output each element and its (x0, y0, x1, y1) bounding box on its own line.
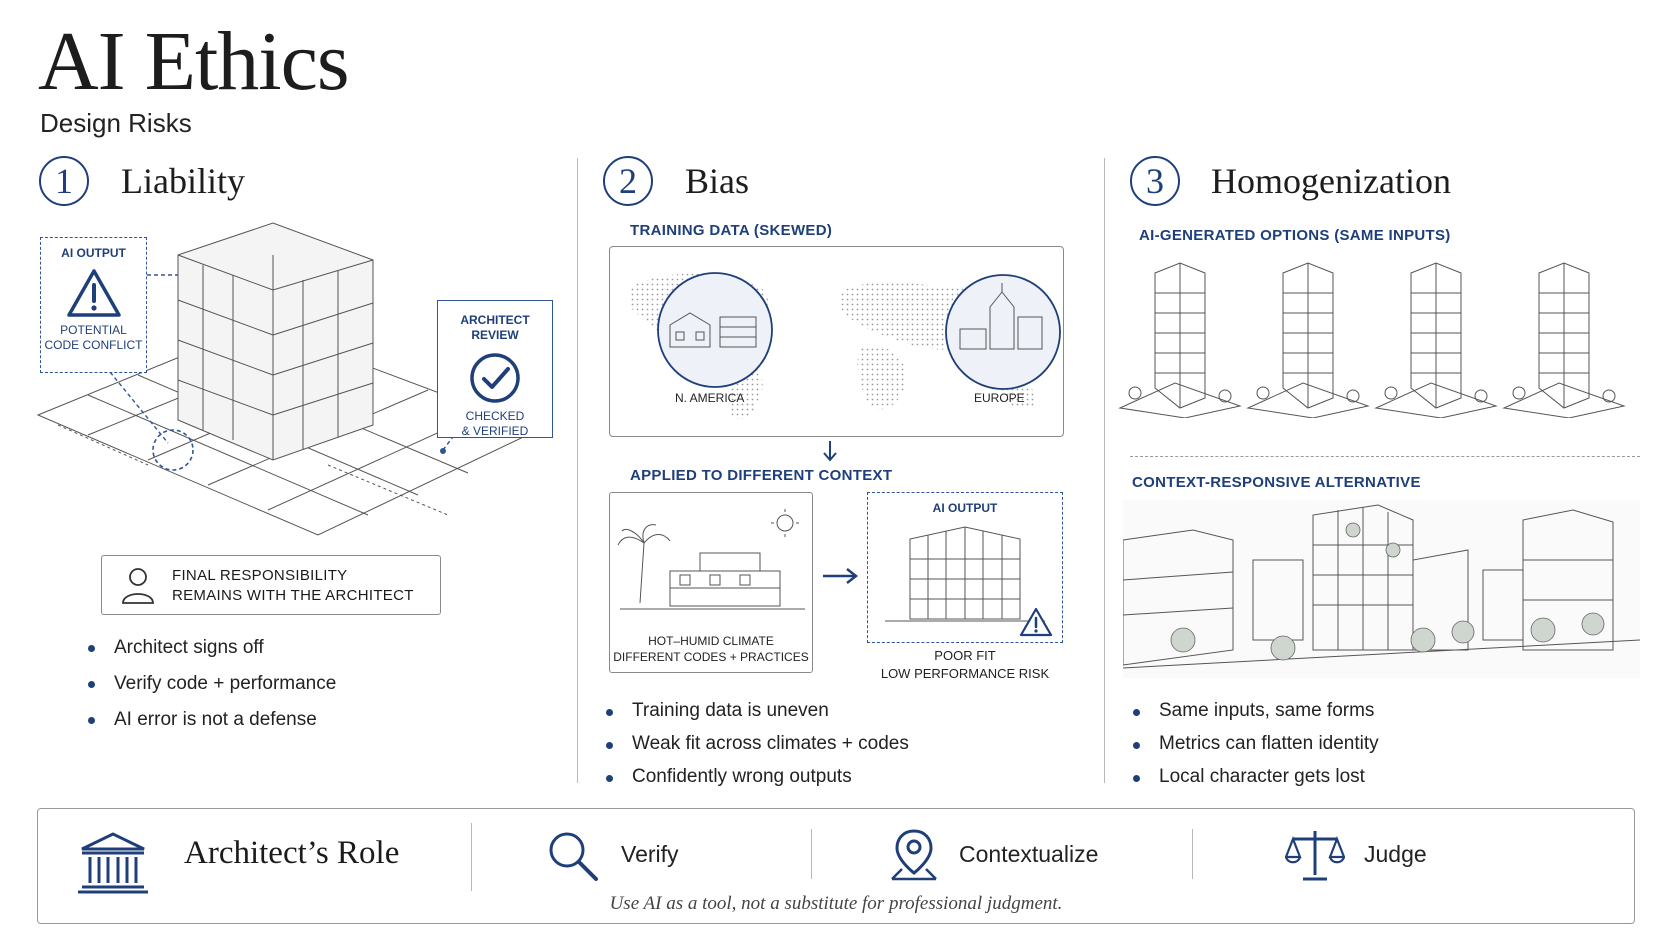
section-title-homogenization: Homogenization (1211, 161, 1451, 201)
page-subtitle: Design Risks (40, 108, 192, 138)
responsibility-line-1: FINAL RESPONSIBILITY (172, 567, 348, 584)
context-line-1: HOT–HUMID CLIMATE (648, 634, 774, 648)
bias-ai-output-label: AI OUTPUT (932, 501, 998, 515)
homogenization-bullets: Same inputs, same forms Metrics can flat… (1131, 694, 1379, 793)
liability-bullets: Architect signs off Verify code + perfor… (86, 630, 336, 738)
tower-option-3 (1374, 262, 1498, 418)
role-item-verify: Verify (621, 841, 679, 867)
list-item: AI error is not a defense (86, 702, 336, 738)
bias-bullets: Training data is uneven Weak fit across … (604, 694, 909, 793)
role-item-contextualize: Contextualize (959, 841, 1099, 867)
role-divider-2 (811, 829, 812, 879)
liability-illustration (36, 222, 540, 536)
check-circle-icon (470, 353, 520, 403)
ai-output-callout: AI OUTPUT POTENTIAL CODE CONFLICT (40, 237, 147, 373)
list-item: Architect signs off (86, 630, 336, 666)
alternative-label: CONTEXT-RESPONSIVE ALTERNATIVE (1132, 474, 1421, 491)
section-number-1: 1 (39, 156, 89, 206)
options-separator (1130, 456, 1640, 457)
ai-output-note-2: CODE CONFLICT (44, 338, 143, 352)
magnifier-icon (549, 832, 598, 881)
region-label-europe: EUROPE (974, 391, 1025, 405)
list-item: Training data is uneven (604, 694, 909, 727)
architect-review-note-2: & VERIFIED (461, 424, 529, 438)
tower-option-1 (1118, 262, 1242, 418)
context-street-graphic (1123, 500, 1640, 678)
options-label: AI-GENERATED OPTIONS (SAME INPUTS) (1139, 227, 1451, 244)
warning-icon (1019, 607, 1053, 637)
role-item-judge: Judge (1364, 841, 1427, 867)
ai-output-label: AI OUTPUT (61, 246, 126, 260)
list-item: Verify code + performance (86, 666, 336, 702)
arrow-right-icon (823, 568, 859, 584)
location-pin-icon (891, 829, 937, 881)
architect-review-callout: ARCHITECT REVIEW CHECKED & VERIFIED (437, 300, 553, 438)
list-item: Confidently wrong outputs (604, 760, 909, 793)
classical-building-icon (78, 832, 148, 894)
role-divider-3 (1192, 829, 1193, 879)
tower-option-4 (1502, 262, 1626, 418)
list-item: Local character gets lost (1131, 760, 1379, 793)
list-item: Metrics can flatten identity (1131, 727, 1379, 760)
responsibility-line-2: REMAINS WITH THE ARCHITECT (172, 587, 414, 604)
list-item: Same inputs, same forms (1131, 694, 1379, 727)
section-title-bias: Bias (685, 161, 750, 201)
tower-option-2 (1246, 262, 1370, 418)
section-title-liability: Liability (121, 161, 245, 201)
architect-role-title: Architect’s Role (184, 835, 400, 871)
context-line-2: DIFFERENT CODES + PRACTICES (613, 650, 809, 664)
result-line-1: POOR FIT (934, 648, 996, 663)
glass-tower-graphic (885, 526, 1045, 622)
context-panel: HOT–HUMID CLIMATE DIFFERENT CODES + PRAC… (609, 492, 813, 673)
bias-ai-output-panel: AI OUTPUT (867, 492, 1063, 643)
list-item: Weak fit across climates + codes (604, 727, 909, 760)
warning-icon (66, 269, 121, 317)
region-label-north-america: N. AMERICA (675, 391, 745, 405)
world-map-panel: N. AMERICA EUROPE (609, 246, 1064, 437)
role-divider-1 (471, 823, 472, 891)
architect-review-label: ARCHITECT REVIEW (460, 313, 530, 342)
architect-review-note-1: CHECKED (465, 409, 525, 423)
section-number-3: 3 (1130, 156, 1180, 206)
column-divider-2 (1104, 158, 1105, 783)
tropical-scene-graphic (617, 509, 805, 610)
page-title: AI Ethics (38, 15, 350, 108)
column-divider-1 (577, 158, 578, 783)
arrow-down-icon (823, 441, 837, 462)
world-map-graphic (630, 272, 1061, 420)
result-line-2: LOW PERFORMANCE RISK (880, 666, 1050, 681)
applied-context-label: APPLIED TO DIFFERENT CONTEXT (630, 467, 893, 484)
ai-output-note-1: POTENTIAL (60, 323, 127, 337)
scales-icon (1285, 831, 1345, 881)
person-icon (122, 568, 154, 604)
architect-role-bar: Architect’s Role Verify Contextualize Ju… (37, 808, 1635, 924)
section-number-2: 2 (603, 156, 653, 206)
role-tagline: Use AI as a tool, not a substitute for p… (609, 893, 1063, 914)
responsibility-banner: FINAL RESPONSIBILITY REMAINS WITH THE AR… (101, 555, 441, 615)
identical-towers-graphic (1118, 262, 1626, 418)
training-data-label: TRAINING DATA (SKEWED) (630, 222, 833, 239)
